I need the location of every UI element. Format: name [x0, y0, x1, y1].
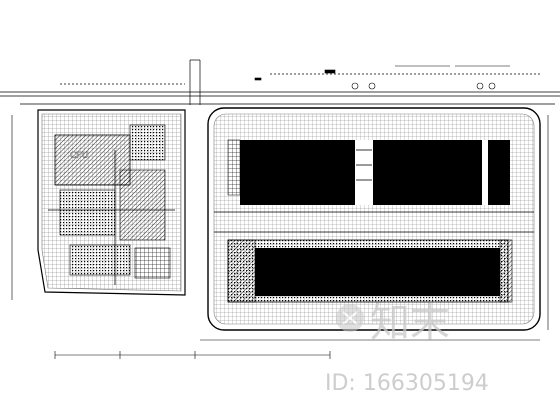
- bottom-dimensions: [11, 115, 549, 359]
- upper-building: [227, 139, 510, 205]
- top-annotations: [254, 65, 510, 90]
- left-block-label: CPU: [70, 151, 88, 161]
- watermark-brand: 知末: [370, 300, 450, 346]
- left-site-block: [37, 109, 186, 296]
- lower-building: [227, 239, 513, 303]
- watermark-id: ID: 166305194: [325, 371, 489, 396]
- top-road-lines: [0, 59, 560, 105]
- watermark-logo: [336, 304, 364, 332]
- middle-lines: [214, 211, 534, 233]
